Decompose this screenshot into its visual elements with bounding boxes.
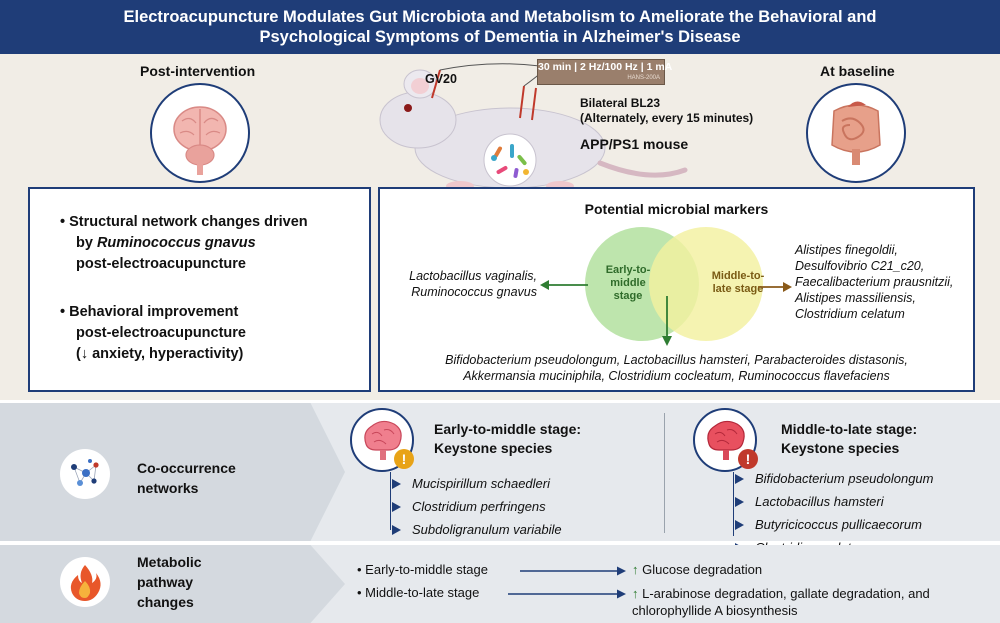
early-keystone-2: Clostridium perfringens — [384, 495, 562, 518]
early-keystone-title: Early-to-middle stage: Keystone species — [434, 420, 581, 458]
late-stage-label: Middle-to- late stage — [703, 270, 773, 296]
up-arrow-icon-early: ↑ — [632, 562, 639, 577]
late-keystone-2: Lactobacillus hamsteri — [727, 490, 934, 513]
fire-icon — [60, 557, 110, 607]
arrow-to-early-species — [540, 278, 590, 290]
bullet1-by: by — [76, 235, 97, 251]
metabolic-row-early: • Early-to-middle stage — [357, 562, 488, 577]
late-label-line-1: Middle-to- — [711, 270, 765, 282]
late-species-2: Desulfovibrio C21_c20, — [795, 259, 925, 273]
device-settings: 30 min | 2 Hz/100 Hz | 1 mA — [538, 61, 673, 73]
metabolic-result-late-2: chlorophyllide A biosynthesis — [632, 603, 798, 618]
metabolic-result-late-1: L-arabinose degradation, gallate degrada… — [642, 586, 930, 601]
title-line-2: Psychological Symptoms of Dementia in Al… — [259, 28, 741, 46]
late-keystone-title: Middle-to-late stage: Keystone species — [781, 420, 917, 458]
late-species-4: Alistipes massiliensis, — [795, 291, 916, 305]
arrow-to-late-species — [758, 280, 792, 292]
early-keystone-3: Subdoligranulum variabile — [384, 518, 562, 541]
metabolic-label: Metabolic pathway changes — [137, 552, 202, 612]
bullet1-suffix: post-electroacupuncture — [76, 256, 246, 272]
late-stage-circle — [649, 227, 763, 341]
early-keystone-list: Mucispirillum schaedleri Clostridium per… — [384, 472, 562, 541]
metabolic-row-late: • Middle-to-late stage — [357, 585, 480, 600]
device-model: HANS-200A — [627, 75, 660, 81]
late-species-list: Alistipes finegoldii, Desulfovibrio C21_… — [795, 242, 975, 322]
post-intervention-title: Post-intervention — [140, 63, 256, 79]
shared-species-list: Bifidobacterium pseudolongum, Lactobacil… — [378, 352, 975, 384]
metabolic-label-3: changes — [137, 594, 194, 610]
bl23-label: Bilateral BL23 (Alternately, every 15 mi… — [580, 96, 753, 126]
title-line-1: Electroacupuncture Modulates Gut Microbi… — [123, 8, 877, 26]
markers-title: Potential microbial markers — [584, 201, 769, 217]
late-species-5: Clostridium celatum — [795, 307, 905, 321]
early-label-line-3: stage — [613, 290, 643, 302]
early-species-1: Lactobacillus vaginalis, — [409, 269, 537, 283]
left-findings-box — [28, 187, 371, 392]
metabolic-stage-late: Middle-to-late stage — [365, 585, 480, 600]
stimulator-device: 30 min | 2 Hz/100 Hz | 1 mA HANS-200A — [537, 59, 673, 85]
shared-species-line-2: Akkermansia muciniphila, Clostridium coc… — [463, 369, 890, 383]
bullet1-species: Ruminococcus gnavus — [96, 235, 256, 251]
metabolic-chevron — [0, 545, 345, 623]
bullet-structural-network: • Structural network changes driven by R… — [60, 212, 360, 275]
metabolic-label-1: Metabolic — [137, 554, 202, 570]
bullet1-text: Structural network changes driven — [69, 214, 308, 230]
early-keystone-title-1: Early-to-middle stage: — [434, 421, 582, 437]
brain-image — [150, 83, 250, 183]
late-keystone-title-2: Keystone species — [781, 440, 900, 456]
at-baseline-title: At baseline — [820, 63, 895, 79]
late-keystone-list: Bifidobacterium pseudolongum Lactobacill… — [727, 467, 934, 559]
late-keystone-1: Bifidobacterium pseudolongum — [727, 467, 934, 490]
metabolic-arrow-early — [520, 564, 626, 576]
early-stage-label: Early-to- middle stage — [593, 264, 663, 303]
bullet-behavioral-improvement: • Behavioral improvement post-electroacu… — [60, 302, 360, 365]
metabolic-result-early: ↑ Glucose degradation — [632, 562, 762, 577]
network-icon — [60, 449, 110, 499]
metabolic-stage-early: Early-to-middle stage — [365, 562, 488, 577]
early-label-line-1: Early-to- — [605, 264, 651, 276]
warning-icon-late: ! — [738, 449, 758, 469]
early-keystone-title-2: Keystone species — [434, 440, 553, 456]
up-arrow-icon-late: ↑ — [632, 586, 639, 601]
mouse-model-label: APP/PS1 mouse — [580, 136, 689, 152]
cooccurrence-label-1: Co-occurrence — [137, 460, 236, 476]
shared-species-line-1: Bifidobacterium pseudolongum, Lactobacil… — [445, 353, 908, 367]
bullet2-line-2: post-electroacupuncture — [76, 325, 246, 341]
late-keystone-title-1: Middle-to-late stage: — [781, 421, 918, 437]
bl23-line-1: Bilateral BL23 — [580, 96, 661, 110]
gv20-label: GV20 — [425, 72, 457, 86]
early-keystone-connector — [390, 472, 401, 530]
cooccurrence-label: Co-occurrence networks — [137, 458, 236, 498]
bullet2-line-3: (↓ anxiety, hyperactivity) — [76, 346, 244, 362]
early-species-list: Lactobacillus vaginalis, Ruminococcus gn… — [392, 268, 537, 300]
warning-icon-early: ! — [394, 449, 414, 469]
late-species-1: Alistipes finegoldii, — [795, 243, 898, 257]
late-species-3: Faecalibacterium prausnitzii, — [795, 275, 954, 289]
bullet2-line-1: Behavioral improvement — [69, 304, 239, 320]
late-label-line-2: late stage — [712, 283, 764, 295]
mouse-illustration — [360, 58, 690, 193]
arrow-to-shared-species — [661, 296, 673, 346]
metabolic-result-early-1: Glucose degradation — [642, 562, 763, 577]
metabolic-result-late: ↑ L-arabinose degradation, gallate degra… — [632, 585, 930, 619]
cooccurrence-label-2: networks — [137, 480, 199, 496]
late-keystone-3: Butyricicoccus pullicaecorum — [727, 513, 934, 536]
bl23-line-2: (Alternately, every 15 minutes) — [580, 111, 754, 125]
early-species-2: Ruminococcus gnavus — [411, 285, 537, 299]
early-keystone-1: Mucispirillum schaedleri — [384, 472, 562, 495]
early-label-line-2: middle — [610, 277, 646, 289]
gut-image — [806, 83, 906, 183]
metabolic-label-2: pathway — [137, 574, 194, 590]
late-keystone-connector — [733, 472, 744, 536]
venn-diagram — [560, 224, 796, 344]
early-brain-icon — [350, 408, 414, 472]
title-banner: Electroacupuncture Modulates Gut Microbi… — [0, 0, 1000, 54]
metabolic-arrow-late — [508, 587, 626, 599]
cooccurrence-chevron — [0, 403, 345, 541]
keystone-divider — [664, 413, 665, 533]
